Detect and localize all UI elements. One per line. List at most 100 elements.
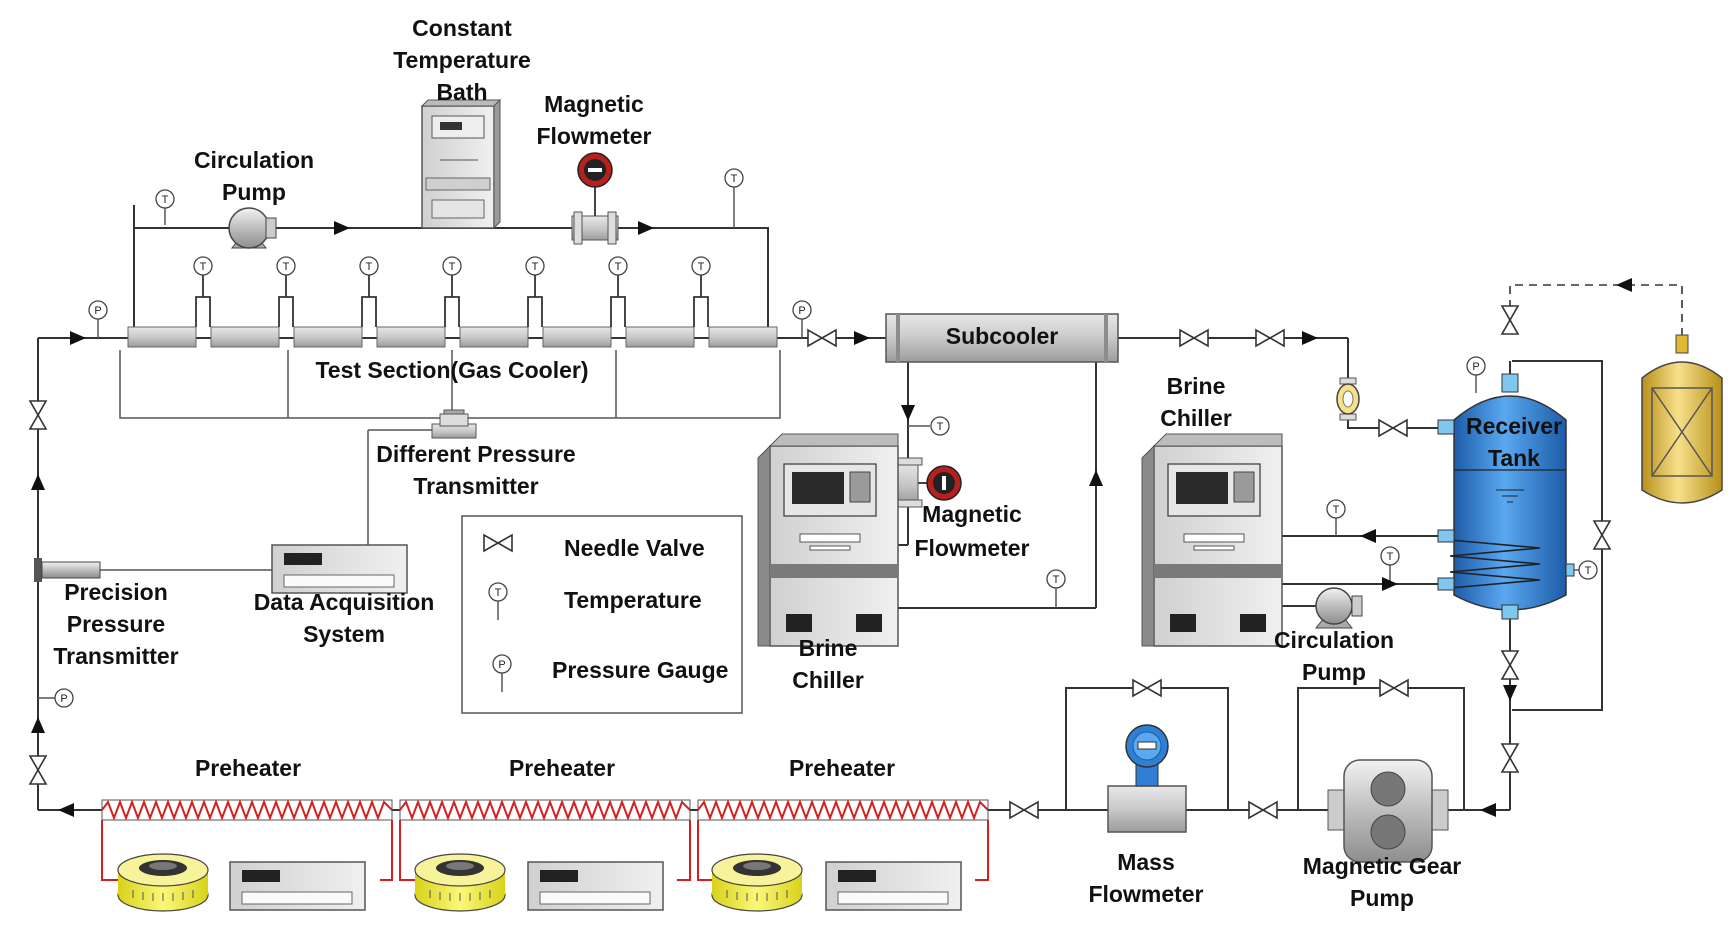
label-magnetic-flowmeter-mid-2: Flowmeter	[914, 535, 1029, 561]
temp-sensor-icon: T	[1380, 546, 1400, 584]
label-ppt-3: Transmitter	[53, 643, 178, 669]
legend-needle-valve: Needle Valve	[564, 535, 705, 561]
svg-text:P: P	[94, 305, 101, 317]
svg-text:T: T	[1585, 565, 1592, 577]
subcooler	[885, 313, 1119, 363]
pressure-gauge-icon: P	[38, 688, 74, 708]
label-ppt-2: Pressure	[67, 611, 165, 637]
circulation-pump-right	[1314, 587, 1363, 629]
constant-temperature-bath	[420, 98, 502, 230]
needle-valve-icon	[1501, 650, 1519, 680]
label-magnetic-gear-pump-1: Magnetic Gear	[1303, 853, 1462, 879]
label-mass-flowmeter-1: Mass	[1117, 849, 1175, 875]
data-acquisition-system	[271, 544, 408, 594]
label-daq-1: Data Acquisition	[254, 589, 435, 615]
label-receiver-tank-1: Receiver	[1466, 413, 1562, 439]
preheater-2	[399, 799, 691, 912]
svg-text:T: T	[366, 261, 373, 273]
brine-chiller-left	[757, 433, 899, 647]
svg-text:P: P	[498, 659, 505, 671]
svg-text:T: T	[698, 261, 705, 273]
label-subcooler: Subcooler	[946, 323, 1059, 349]
label-constant-temperature-bath-1: Constant	[412, 15, 512, 41]
receiver-tank	[1437, 373, 1575, 620]
preheater-1	[101, 799, 393, 912]
label-constant-temperature-bath-2: Temperature	[393, 47, 531, 73]
svg-text:T: T	[615, 261, 622, 273]
magnetic-flowmeter-top	[571, 152, 619, 245]
pressure-gauges: P P P P	[38, 300, 1486, 708]
svg-text:T: T	[937, 421, 944, 433]
needle-valve-icon	[1378, 419, 1408, 437]
magnetic-flowmeter-mid	[893, 457, 962, 508]
sight-glass	[1336, 377, 1360, 421]
label-brine-chiller-left-2: Chiller	[792, 667, 864, 693]
circulation-pump-top	[228, 207, 277, 249]
label-test-section: Test Section(Gas Cooler)	[315, 357, 588, 383]
temp-sensor-icon: T	[1046, 569, 1066, 608]
label-circulation-pump-top-1: Circulation	[194, 147, 314, 173]
svg-text:T: T	[449, 261, 456, 273]
svg-text:T: T	[1333, 504, 1340, 516]
svg-text:T: T	[532, 261, 539, 273]
diagram-labels: Constant Temperature Bath Magnetic Flowm…	[53, 15, 1562, 911]
needle-valve-icon	[1501, 743, 1519, 773]
temp-sensor-icon: T	[276, 256, 296, 276]
label-brine-chiller-right-2: Chiller	[1160, 405, 1232, 431]
gas-cylinder	[1641, 334, 1723, 504]
pressure-gauge-icon: P	[792, 300, 812, 338]
needle-valve-icon	[1501, 305, 1519, 335]
svg-text:T: T	[162, 194, 169, 206]
pressure-gauge-icon: P	[1466, 356, 1486, 393]
pressure-gauge-icon: P	[492, 654, 512, 692]
temperature-sensors: T T T T T T T T T T T T T T	[155, 168, 1598, 608]
label-preheater-2: Preheater	[509, 755, 615, 781]
label-circulation-pump-top-2: Pump	[222, 179, 286, 205]
label-preheater-3: Preheater	[789, 755, 895, 781]
brine-chiller-right	[1141, 433, 1283, 647]
needle-valve-icon	[29, 755, 47, 785]
pressure-gauge-icon: P	[88, 300, 108, 338]
needle-valve-icon	[1379, 679, 1409, 697]
label-dpt-2: Transmitter	[413, 473, 538, 499]
temp-sensor-icon: T	[724, 168, 744, 228]
label-magnetic-flowmeter-top-1: Magnetic	[544, 91, 644, 117]
svg-text:T: T	[731, 173, 738, 185]
svg-text:T: T	[200, 261, 207, 273]
temp-sensor-icon: T	[488, 582, 508, 620]
label-receiver-tank-2: Tank	[1488, 445, 1540, 471]
temp-sensor-icon: T	[155, 189, 175, 225]
label-magnetic-flowmeter-mid-1: Magnetic	[922, 501, 1022, 527]
preheater-3	[697, 799, 989, 912]
temp-sensor-icon: T	[442, 256, 462, 276]
svg-text:T: T	[1053, 574, 1060, 586]
needle-valve-icon	[1593, 520, 1611, 550]
label-dpt-1: Different Pressure	[376, 441, 575, 467]
needle-valve-icon	[1255, 329, 1285, 347]
temp-sensor-icon: T	[691, 256, 711, 276]
label-magnetic-flowmeter-top-2: Flowmeter	[536, 123, 651, 149]
temp-sensor-icon: T	[1574, 560, 1598, 580]
svg-text:P: P	[1472, 361, 1479, 373]
temp-sensor-icon: T	[525, 256, 545, 276]
needle-valve-icon	[807, 329, 837, 347]
temp-sensor-icon: T	[359, 256, 379, 276]
label-circulation-pump-right-1: Circulation	[1274, 627, 1394, 653]
mass-flowmeter	[1107, 724, 1187, 833]
svg-text:T: T	[283, 261, 290, 273]
magnetic-gear-pump	[1327, 759, 1449, 863]
label-ppt-1: Precision	[64, 579, 168, 605]
svg-text:T: T	[1387, 551, 1394, 563]
label-circulation-pump-right-2: Pump	[1302, 659, 1366, 685]
temp-sensor-icon: T	[1326, 499, 1346, 536]
needle-valve-icon	[1248, 801, 1278, 819]
label-preheater-1: Preheater	[195, 755, 301, 781]
svg-text:T: T	[495, 587, 502, 599]
differential-pressure-transmitter	[431, 409, 477, 439]
precision-pressure-transmitter	[34, 558, 101, 582]
needle-valve-icon	[29, 400, 47, 430]
legend-temperature: Temperature	[564, 587, 702, 613]
temp-sensor-icon: T	[608, 256, 628, 276]
legend-box: T P Needle Valve Temperature Pressure Ga…	[461, 515, 743, 714]
label-mass-flowmeter-2: Flowmeter	[1088, 881, 1203, 907]
